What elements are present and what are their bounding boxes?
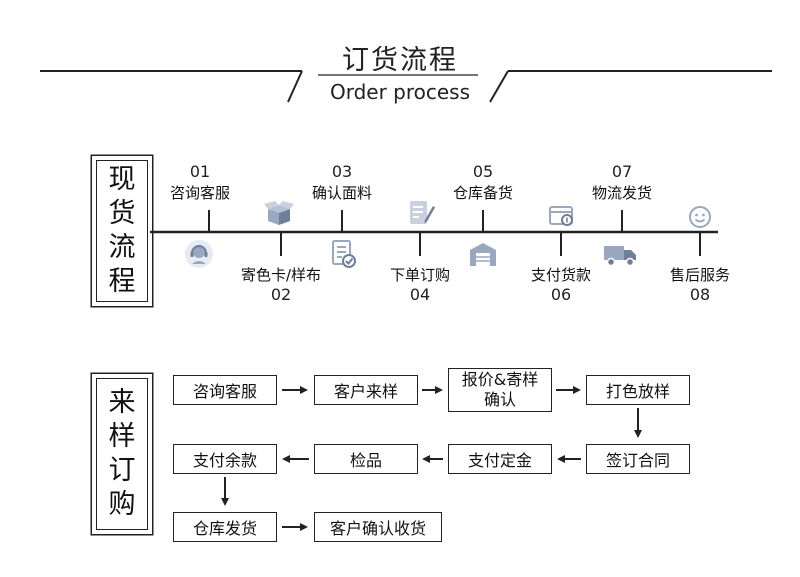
checklist-icon	[326, 237, 360, 271]
section-label-char: 订	[108, 455, 136, 486]
payment-icon	[545, 199, 579, 233]
flow-box-quote-confirm: 报价&寄样 确认	[448, 368, 552, 412]
smiley-icon	[683, 200, 717, 234]
step-label: 支付货款	[530, 266, 591, 284]
page-title: 订货流程	[342, 45, 458, 76]
section-label-sample: 来 样 订 购	[96, 378, 148, 530]
step-label: 仓库备货	[452, 184, 513, 202]
flow-box-dye-sample: 打色放样	[586, 375, 690, 405]
step-label: 售后服务	[669, 266, 730, 284]
step-label: 寄色卡/样布	[240, 266, 322, 284]
page-subtitle: Order process	[329, 80, 471, 104]
step-label: 物流发货	[591, 184, 652, 202]
step-label: 咨询客服	[169, 184, 230, 202]
flow-box-ship: 仓库发货	[173, 512, 277, 542]
step-number: 08	[689, 285, 711, 304]
step-number: 05	[472, 162, 494, 181]
truck-icon	[603, 237, 637, 271]
step-label: 确认面料	[311, 184, 372, 202]
edit-document-icon	[404, 196, 438, 230]
step-label: 下单订购	[389, 266, 450, 284]
step-number: 04	[409, 285, 431, 304]
flow-box-consult: 咨询客服	[173, 375, 277, 405]
flow-box-pay-balance: 支付余款	[173, 444, 277, 474]
timeline	[150, 210, 718, 256]
warehouse-icon	[466, 237, 500, 271]
section-label-char: 现	[108, 164, 136, 195]
step-number: 07	[611, 162, 633, 181]
section-label-char: 来	[108, 387, 136, 418]
flow-box-inspection: 检品	[314, 444, 418, 474]
flow-box-confirm-receipt: 客户确认收货	[314, 512, 442, 542]
step-number: 02	[270, 285, 292, 304]
flow-box-line: 确认	[483, 390, 516, 409]
flow-box-sign-contract: 签订合同	[586, 444, 690, 474]
step-number: 01	[189, 162, 211, 181]
flow-box-pay-deposit: 支付定金	[448, 444, 552, 474]
section-label-char: 流	[108, 232, 136, 263]
section-label-stock: 现 货 流 程	[96, 160, 148, 302]
step-number: 03	[331, 162, 353, 181]
header-decoration	[40, 70, 772, 103]
section-label-char: 程	[108, 266, 136, 297]
section-label-char: 购	[108, 489, 136, 520]
section-label-char: 货	[108, 198, 136, 229]
flow-box-line: 报价&寄样	[461, 370, 539, 389]
flow-box-client-sample: 客户来样	[314, 375, 418, 405]
headset-icon	[182, 237, 216, 271]
step-number: 06	[550, 285, 572, 304]
open-box-icon	[262, 196, 296, 230]
section-label-char: 样	[108, 421, 136, 452]
